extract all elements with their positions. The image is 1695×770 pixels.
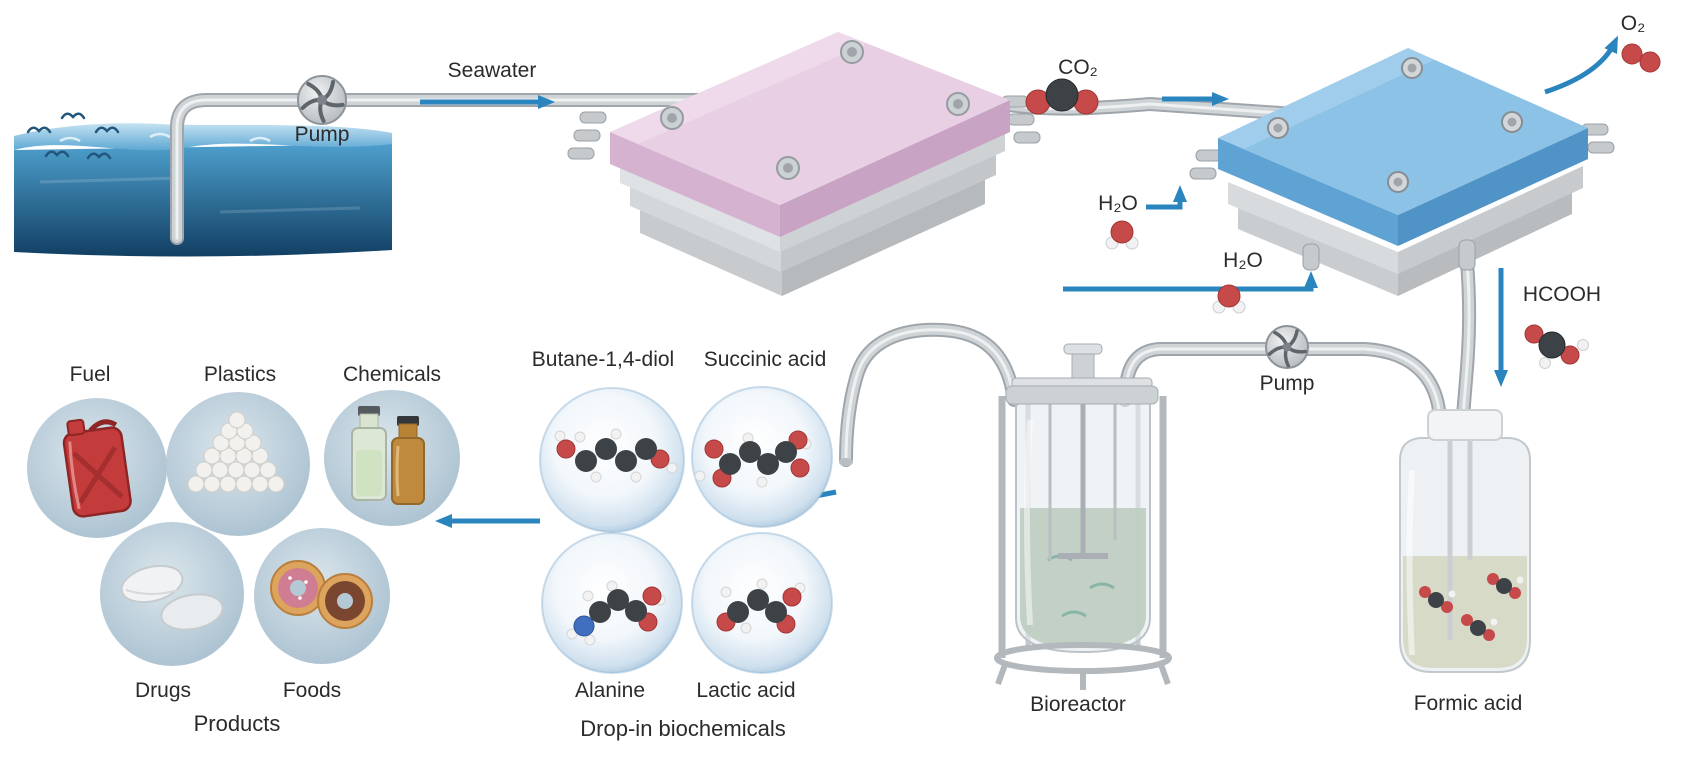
- o2-outlet-arrow: [1544, 35, 1618, 95]
- chemical-bottles-icon: [351, 406, 425, 505]
- butane-diol-label: Butane-1,4-diol: [531, 348, 675, 371]
- h2o-lower-label: H₂O: [1223, 249, 1263, 272]
- desalination-cell-device: [567, 32, 1041, 296]
- succinic-acid-molecule: [694, 430, 812, 488]
- dissolved-hcooh-molecules: [1419, 573, 1524, 641]
- foods-label: Foods: [282, 679, 342, 702]
- o2-molecule: [1621, 43, 1661, 73]
- co2-electrolyzer-device: [1189, 48, 1615, 296]
- drug-tablets-icon: [120, 564, 224, 631]
- drugs-label: Drugs: [134, 679, 192, 702]
- bird-icon: [26, 126, 52, 134]
- chemicals-label: Chemicals: [342, 363, 442, 386]
- h2o-inlet-arrow-upper: [1146, 185, 1187, 210]
- tube-seawater: [170, 93, 712, 245]
- tube-bioreactor-outlet: [839, 322, 1021, 467]
- pump-icon: [1265, 325, 1309, 369]
- bird-icon: [86, 152, 112, 160]
- co2-label: CO₂: [1058, 56, 1098, 79]
- biochemical-bubble: [539, 387, 685, 533]
- fuel-label: Fuel: [69, 363, 111, 386]
- butane-diol-molecule: [554, 428, 678, 483]
- h2o-upper-label: H₂O: [1098, 192, 1138, 215]
- seawater-label: Seawater: [447, 59, 537, 82]
- succinic-acid-label: Succinic acid: [703, 348, 827, 371]
- h2o-molecule-upper: [1105, 220, 1139, 250]
- donuts-icon: [270, 560, 373, 629]
- lactic-acid-molecule: [716, 578, 806, 634]
- formic-acid-label: Formic acid: [1413, 692, 1523, 715]
- tube-hcooh: [1455, 255, 1477, 435]
- products-label: Products: [193, 711, 281, 736]
- drop-in-biochemicals-group: [539, 386, 833, 674]
- co2-molecule: [1025, 78, 1099, 115]
- pump-right-label: Pump: [1259, 372, 1315, 395]
- bolt-icon: [660, 40, 970, 180]
- alanine-molecule: [566, 580, 666, 646]
- h2o-molecule-lower: [1212, 284, 1246, 314]
- bird-flock: [26, 112, 120, 160]
- lactic-acid-label: Lactic acid: [696, 679, 796, 702]
- fuel-can-icon: [62, 418, 132, 518]
- h2o-inlet-arrow-lower: [1063, 271, 1318, 292]
- plastics-label: Plastics: [203, 363, 277, 386]
- formic-acid-bottle: [1399, 409, 1531, 673]
- plastic-pellets-icon: [187, 411, 285, 493]
- pump-icon: [297, 75, 347, 125]
- alanine-label: Alanine: [574, 679, 646, 702]
- products-group: [27, 390, 460, 666]
- bird-icon: [44, 150, 70, 158]
- tube-bottle-to-bioreactor: [1118, 342, 1447, 432]
- hcooh-molecule: [1524, 324, 1589, 369]
- bioreactor-label: Bioreactor: [1030, 693, 1126, 716]
- bird-icon: [94, 126, 120, 134]
- o2-label: O₂: [1620, 12, 1646, 35]
- bird-icon: [60, 112, 86, 120]
- pump-top-label: Pump: [294, 123, 350, 146]
- bolt-icon: [1267, 57, 1523, 193]
- hcooh-label: HCOOH: [1522, 283, 1602, 306]
- drop-in-biochemicals-label: Drop-in biochemicals: [580, 716, 786, 741]
- bioreactor: [994, 343, 1172, 690]
